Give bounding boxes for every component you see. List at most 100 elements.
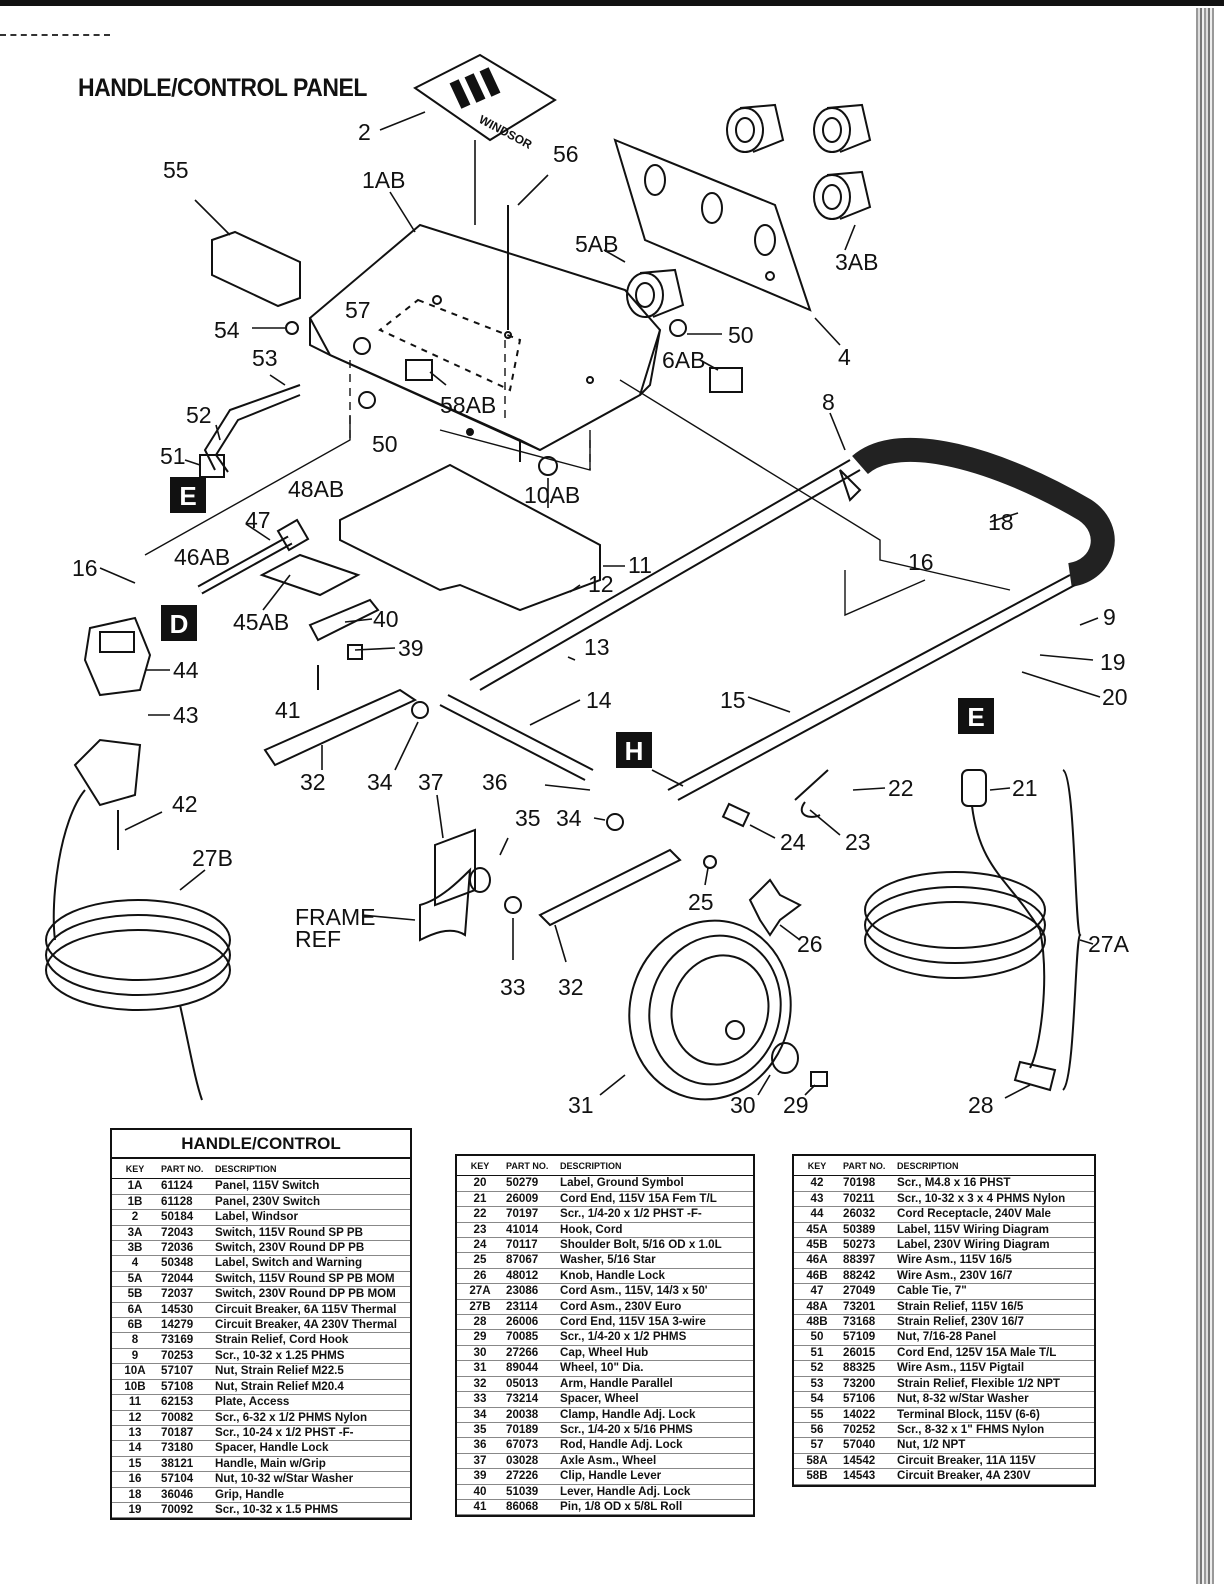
part-description-cell: Cord Asm., 230V Euro: [557, 1299, 753, 1316]
part-number-cell: 50389: [840, 1222, 894, 1239]
callout-25: 25: [688, 889, 714, 915]
part-key-cell: 13: [112, 1425, 158, 1442]
part-number-cell: 51039: [503, 1484, 557, 1500]
part-number-cell: 50348: [158, 1255, 212, 1272]
part-key-cell: 40: [457, 1484, 503, 1500]
part-key-cell: 36: [457, 1437, 503, 1454]
part-key-cell: 35: [457, 1422, 503, 1439]
scan-binder-edge: [1196, 8, 1214, 1584]
part-number-cell: 38121: [158, 1456, 212, 1473]
part-number-cell: 88242: [840, 1268, 894, 1285]
part-number-cell: 70252: [840, 1422, 894, 1439]
callout-56: 56: [553, 141, 579, 167]
part-number-cell: 23114: [503, 1299, 557, 1316]
page-title: HANDLE/CONTROL PANEL: [78, 74, 367, 102]
part-number-cell: 61124: [158, 1178, 212, 1195]
part-key-cell: 33: [457, 1391, 503, 1408]
part-key-cell: 12: [112, 1410, 158, 1426]
part-number-cell: 14530: [158, 1302, 212, 1319]
part-number-cell: 61128: [158, 1194, 212, 1211]
switch-warning-label-plate: [613, 138, 812, 312]
part-key-cell: 27A: [457, 1283, 503, 1300]
part-key-cell: 11: [112, 1394, 158, 1411]
header-description: DESCRIPTION: [557, 1156, 753, 1177]
part-key-cell: 29: [457, 1329, 503, 1346]
euro-plug: [73, 738, 142, 807]
callout-16-left: 16: [72, 555, 98, 581]
part-description-cell: Label, Windsor: [212, 1209, 410, 1226]
part-description-cell: Scr., 1/4-20 x 1/2 PHST -F-: [557, 1206, 753, 1223]
callout-3ab: 3AB: [835, 249, 878, 275]
part-key-cell: 48B: [794, 1314, 840, 1331]
part-description-cell: Scr., 1/4-20 x 5/16 PHMS: [557, 1422, 753, 1439]
part-number-cell: 70197: [503, 1206, 557, 1223]
cord-hook: [839, 469, 862, 502]
wheel-screw: [810, 1071, 828, 1087]
part-key-cell: 41: [457, 1499, 503, 1516]
callout-36: 36: [482, 769, 508, 795]
callout-21: 21: [1012, 775, 1038, 801]
part-key-cell: 32: [457, 1376, 503, 1393]
part-description-cell: Circuit Breaker, 6A 115V Thermal: [212, 1302, 410, 1319]
part-key-cell: 18: [112, 1487, 158, 1503]
part-description-cell: Scr., 6-32 x 1/2 PHMS Nylon: [212, 1410, 410, 1426]
part-key-cell: 8: [112, 1332, 158, 1349]
frame-ref: [419, 867, 472, 942]
callout-6ab: 6AB: [662, 347, 705, 373]
callout-10ab: 10AB: [524, 482, 580, 508]
callout-58ab: 58AB: [440, 392, 496, 418]
part-number-cell: 70092: [158, 1502, 212, 1519]
part-number-cell: 23086: [503, 1283, 557, 1300]
part-key-cell: 53: [794, 1376, 840, 1393]
header-key: KEY: [457, 1156, 503, 1177]
part-description-cell: Cable Tie, 7": [894, 1283, 1094, 1300]
part-number-cell: 88325: [840, 1360, 894, 1377]
part-number-cell: 50273: [840, 1237, 894, 1254]
callout-33: 33: [500, 974, 526, 1000]
part-description-cell: Cap, Wheel Hub: [557, 1345, 753, 1362]
part-number-cell: 50279: [503, 1175, 557, 1192]
part-description-cell: Scr., 1/4-20 x 1/2 PHMS: [557, 1329, 753, 1346]
nut-50b: [669, 319, 687, 337]
callout-53: 53: [252, 345, 278, 371]
part-number-cell: 70082: [158, 1410, 212, 1426]
callout-27a: 27A: [1088, 931, 1130, 957]
part-description-cell: Label, Switch and Warning: [212, 1255, 410, 1272]
part-number-cell: 62153: [158, 1394, 212, 1411]
cord-end-51: [199, 454, 225, 478]
part-description-cell: Shoulder Bolt, 5/16 OD x 1.0L: [557, 1237, 753, 1254]
part-description-cell: Scr., 10-32 x 1.5 PHMS: [212, 1502, 410, 1519]
part-number-cell: 03028: [503, 1453, 557, 1470]
callout-29: 29: [783, 1092, 809, 1118]
handle-frame: [439, 437, 1115, 801]
header-description: DESCRIPTION: [894, 1156, 1094, 1177]
section-marker-h: [616, 732, 652, 768]
shoulder-bolt: [721, 802, 751, 828]
part-number-cell: 14022: [840, 1407, 894, 1423]
svg-text:H: H: [625, 736, 644, 766]
flexible-strain-relief: [203, 384, 301, 471]
round-push-buttons: [626, 103, 872, 318]
part-description-cell: Spacer, Wheel: [557, 1391, 753, 1408]
part-key-cell: 4: [112, 1255, 158, 1272]
